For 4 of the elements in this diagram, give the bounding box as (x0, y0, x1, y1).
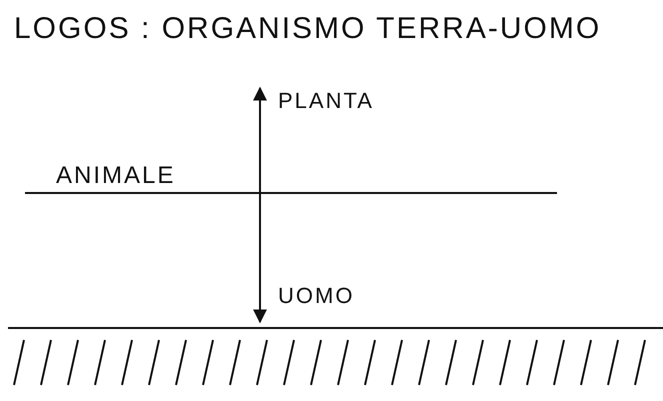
axis-label: PLANTA (278, 88, 374, 114)
axis-label: UOMO (278, 283, 354, 309)
axis-label: ANIMALE (56, 162, 176, 190)
title: LOGOS : ORGANISMO TERRA-UOMO (14, 12, 602, 46)
